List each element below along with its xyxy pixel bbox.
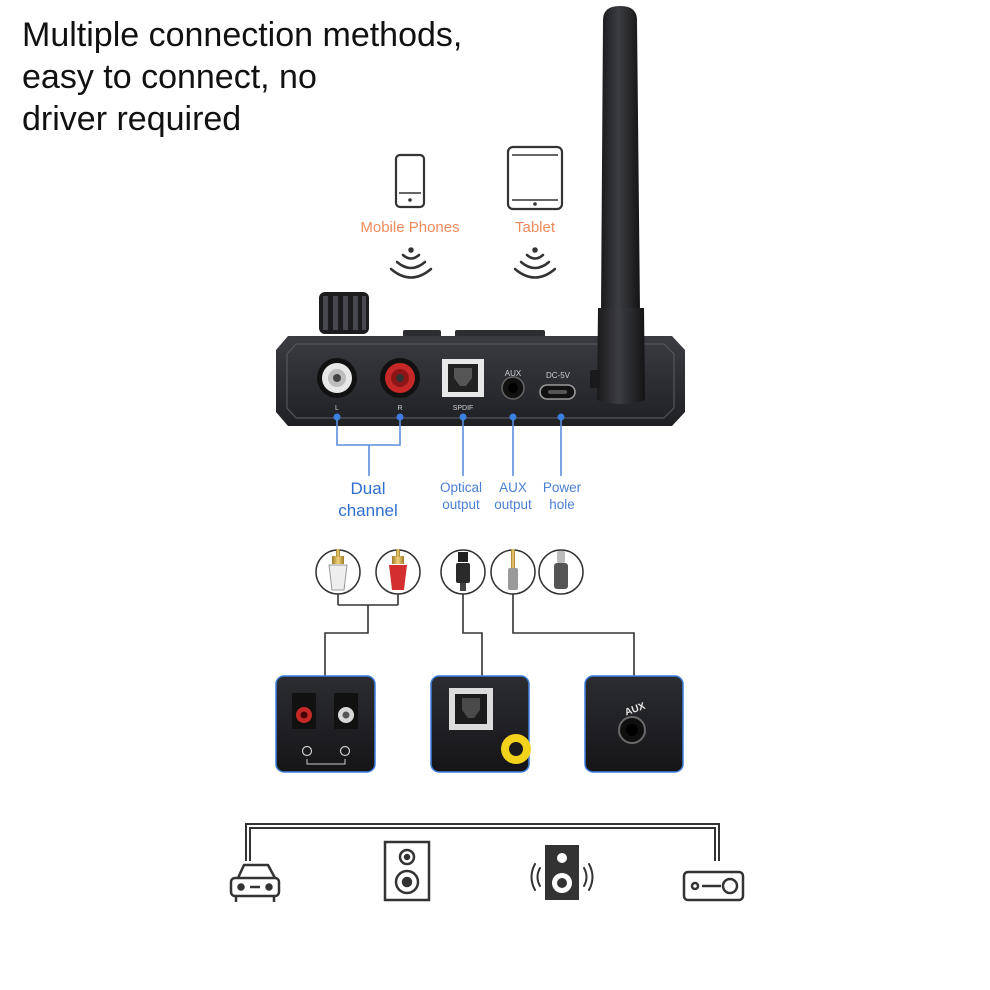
optical-plug-icon [440, 549, 486, 595]
power-hole-label: Power hole [536, 479, 588, 513]
aux-output-label: AUX output [488, 479, 538, 513]
aux-output-line-1: AUX [499, 480, 527, 495]
rca-left-port [317, 358, 357, 398]
rca-red-plug-icon [375, 549, 421, 595]
optical-output-label: Optical output [430, 479, 492, 513]
right-port-label: R [397, 405, 402, 412]
tablet-label: Tablet [514, 219, 556, 236]
car-icon [229, 863, 281, 902]
headline-line-3: driver required [22, 100, 242, 138]
dual-channel-line-1: Dual [350, 479, 386, 498]
aux-port-label: AUX [505, 369, 522, 378]
aux-jack-plug-icon [490, 549, 536, 595]
wireless-signal-icon [513, 247, 557, 279]
aux-output-panel: AUX [584, 675, 684, 773]
dc-port-label: DC-5V [546, 371, 571, 380]
rca-white-plug-icon [315, 549, 361, 595]
amplifier-icon [682, 870, 745, 902]
power-hole-line-1: Power [542, 480, 582, 495]
optical-output-panel [430, 675, 531, 773]
left-port-label: L [335, 405, 339, 412]
headline-line-1: Multiple connection methods, [22, 16, 463, 54]
headline-line-2: easy to connect, no [22, 58, 317, 96]
headline: Multiple connection methods, easy to con… [22, 14, 502, 140]
dual-channel-line-2: channel [338, 501, 398, 520]
rca-output-panel [275, 675, 376, 773]
port-connector-lines [333, 413, 565, 476]
dual-channel-label: Dual channel [323, 478, 413, 522]
panel-connector-lines [324, 594, 635, 676]
antenna [590, 6, 645, 404]
power-hole-line-2: hole [549, 497, 575, 512]
bluetooth-transmitter-device: L R SPDIF AUX DC-5V [276, 292, 685, 426]
optical-output-line-2: output [442, 497, 480, 512]
mobile-phones-label: Mobile Phones [360, 219, 460, 236]
usb-c-power-port [539, 384, 576, 400]
optical-output-line-1: Optical [439, 480, 483, 495]
volume-knob [319, 292, 369, 334]
wireless-signal-icon [389, 247, 433, 279]
spdif-label: SPDIF [453, 405, 474, 412]
usb-c-plug-icon [538, 549, 584, 595]
aux-output-line-2: output [494, 497, 532, 512]
speaker-icon [383, 840, 431, 902]
destination-bus [245, 823, 720, 861]
rca-right-port [380, 358, 420, 398]
subwoofer-icon [530, 845, 594, 900]
spdif-port [442, 359, 484, 397]
tablet-icon [506, 145, 564, 211]
aux-port [501, 376, 525, 400]
smartphone-icon [394, 153, 426, 209]
